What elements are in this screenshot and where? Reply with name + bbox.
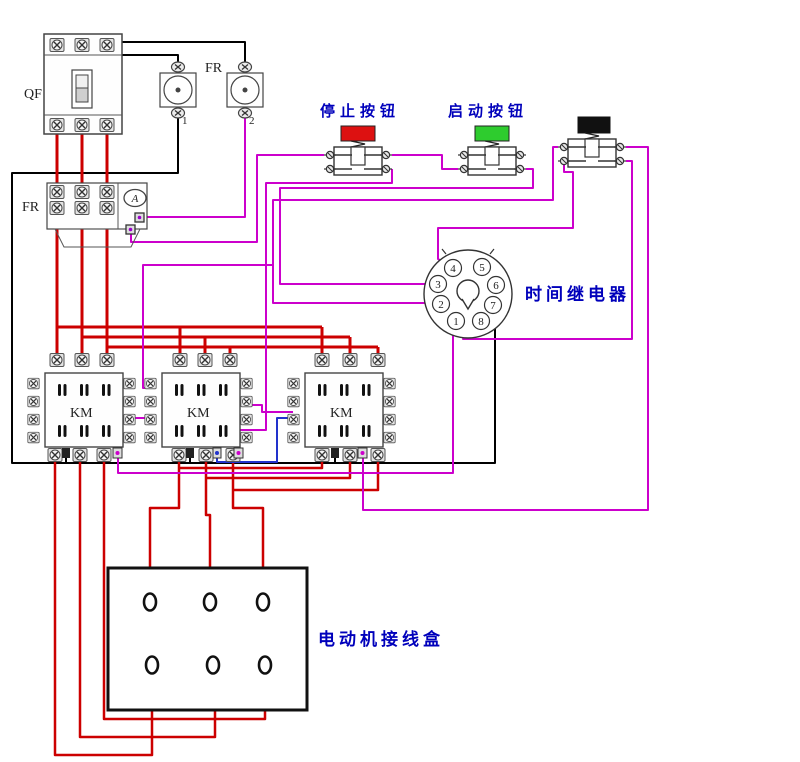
wire-km2-motor-u1 bbox=[148, 460, 181, 594]
fr-terminal-3 bbox=[99, 184, 115, 200]
motor-terminal-v1 bbox=[202, 592, 218, 612]
stop-button[interactable] bbox=[324, 125, 392, 176]
motor-terminal-w1 bbox=[255, 592, 271, 612]
relay-pin-4: 4 bbox=[450, 263, 456, 275]
qf-terminal-bot-3 bbox=[99, 117, 115, 133]
time-relay-label: 时间继电器 bbox=[525, 284, 630, 305]
motor-box-label: 电动机接线盒 bbox=[318, 629, 444, 650]
fuse1-number: 1 bbox=[182, 115, 188, 127]
start-button[interactable] bbox=[458, 125, 526, 176]
motor-terminal-u1 bbox=[142, 592, 158, 612]
relay-pin-2: 2 bbox=[438, 299, 444, 311]
fuse-group-label: FR bbox=[205, 61, 223, 76]
wire-bus-phase3 bbox=[107, 345, 380, 366]
relay-key-ticks bbox=[441, 248, 495, 255]
fr-terminal-5 bbox=[74, 200, 90, 216]
wire-jog-km3coil bbox=[362, 146, 649, 511]
wire-fuse2-fraux bbox=[144, 116, 246, 218]
relay-pins: 1 2 3 4 5 6 7 8 bbox=[428, 257, 506, 331]
wire-fraux-stop bbox=[130, 154, 324, 243]
relay-pin-1: 1 bbox=[453, 316, 459, 328]
wire-jog-pin4 bbox=[437, 161, 574, 266]
start-button-label: 启动按钮 bbox=[448, 102, 528, 120]
jog-button-cap[interactable] bbox=[577, 116, 611, 134]
contactor-km-3: KM bbox=[287, 352, 396, 463]
thermal-relay-label: FR bbox=[22, 200, 40, 215]
relay-pin-8: 8 bbox=[478, 316, 484, 328]
motor-terminal-w2 bbox=[144, 655, 160, 675]
wire-km3-delta-1 bbox=[179, 460, 324, 470]
wire-km3-delta-2 bbox=[206, 460, 352, 480]
breaker-qf: QF bbox=[24, 33, 123, 135]
motor-terminal-u2 bbox=[205, 655, 221, 675]
fuse2-terminal-top bbox=[237, 61, 253, 73]
wire-km2-motor-w1 bbox=[231, 460, 265, 594]
km3-label: KM bbox=[330, 406, 353, 421]
jog-button-spring bbox=[584, 132, 600, 140]
wire-km3-delta-3 bbox=[233, 460, 380, 492]
fr-terminal-1 bbox=[49, 184, 65, 200]
wire-qf-to-fuse2 bbox=[122, 41, 246, 63]
relay-pin-6: 6 bbox=[493, 280, 499, 292]
fr-terminal-6 bbox=[99, 200, 115, 216]
motor-terminal-box: 电动机接线盒 bbox=[106, 566, 444, 712]
fuse2-number: 2 bbox=[249, 115, 255, 127]
wire-neutral-bus bbox=[11, 113, 496, 464]
start-button-cap[interactable] bbox=[474, 125, 510, 142]
fr-terminal-4 bbox=[49, 200, 65, 216]
qf-terminal-bot-2 bbox=[74, 117, 90, 133]
relay-pin-3: 3 bbox=[435, 279, 441, 291]
stop-button-label: 停止按钮 bbox=[320, 102, 400, 120]
km1-label: KM bbox=[70, 406, 93, 421]
wire-km2-km3-aux bbox=[252, 404, 293, 413]
wire-km2-motor-v1 bbox=[204, 460, 212, 594]
ammeter-label: A bbox=[131, 193, 139, 205]
relay-pin-7: 7 bbox=[490, 300, 496, 312]
qf-terminal-top-2 bbox=[74, 37, 90, 53]
jog-button[interactable] bbox=[558, 116, 626, 168]
fuse1-terminal-top bbox=[170, 61, 186, 73]
fr-terminal-2 bbox=[74, 184, 90, 200]
qf-terminal-top-1 bbox=[49, 37, 65, 53]
fuse-fr-2: 2 bbox=[226, 61, 264, 127]
thermal-relay-fr: A FR bbox=[22, 182, 148, 248]
stop-button-cap[interactable] bbox=[340, 125, 376, 142]
wire-km1-motor-w2 bbox=[53, 460, 154, 757]
start-button-spring bbox=[484, 140, 500, 148]
stop-button-spring bbox=[350, 140, 366, 148]
wire-stop-start bbox=[392, 154, 458, 170]
relay-pin-5: 5 bbox=[479, 262, 485, 274]
ammeter: A bbox=[123, 188, 147, 208]
aux-wires bbox=[216, 417, 293, 463]
wire-bus-phase2 bbox=[82, 335, 352, 366]
contactor-km-1: KM bbox=[27, 352, 136, 463]
fuse-fr-1: 1 bbox=[159, 61, 197, 127]
relay-keyway bbox=[461, 298, 475, 311]
wire-jog-pin2 bbox=[272, 146, 558, 304]
wire-km2-km3-interlock bbox=[216, 417, 293, 463]
contactor-km-2: KM bbox=[144, 352, 253, 463]
km2-label: KM bbox=[187, 406, 210, 421]
time-relay: 1 2 3 4 5 6 7 8 时间继电器 bbox=[423, 248, 630, 339]
qf-terminal-bot-1 bbox=[49, 117, 65, 133]
motor-terminal-v2 bbox=[257, 655, 273, 675]
wire-qf-to-fuse1 bbox=[122, 54, 179, 63]
qf-terminal-top-3 bbox=[99, 37, 115, 53]
breaker-label: QF bbox=[24, 87, 42, 102]
fr-aux-contacts bbox=[125, 212, 145, 235]
wire-start-pin3 bbox=[279, 168, 534, 285]
